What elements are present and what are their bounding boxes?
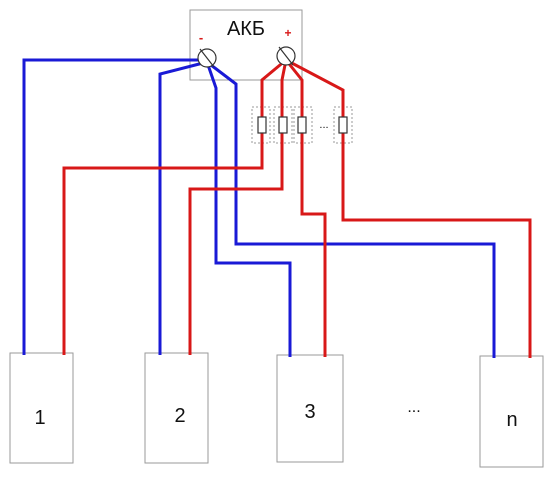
fuse-ellipsis: ... <box>319 119 328 131</box>
positive-wire-2 <box>188 59 288 355</box>
consumer-box-1 <box>9 352 74 464</box>
consumer-box-3 <box>276 354 344 463</box>
consumer-box-2 <box>144 352 209 464</box>
negative-wire-1 <box>22 58 207 355</box>
battery-minus-sign: - <box>199 30 203 45</box>
negative-wire-n <box>206 60 496 358</box>
fuse-2 <box>278 116 288 134</box>
negative-wire-2 <box>158 60 208 355</box>
positive-wire-3 <box>284 59 327 357</box>
positive-wire-n <box>285 58 532 358</box>
battery-label: АКБ <box>227 18 265 40</box>
fuse-n <box>338 116 348 134</box>
positive-wire-1 <box>62 58 287 355</box>
consumer-ellipsis: ... <box>407 399 420 416</box>
consumer-label-3: 3 <box>304 401 315 423</box>
fuse-3 <box>297 116 307 134</box>
positive-terminal-slash <box>278 46 294 66</box>
battery-plus-sign: + <box>284 26 291 40</box>
fuse-1 <box>257 116 267 134</box>
consumer-label-1: 1 <box>34 407 45 429</box>
consumer-label-2: 2 <box>174 405 185 427</box>
negative-terminal-slash <box>199 48 215 68</box>
consumer-box-n <box>479 355 544 468</box>
consumer-label-n: n <box>506 409 517 431</box>
negative-wire-3 <box>205 61 292 357</box>
